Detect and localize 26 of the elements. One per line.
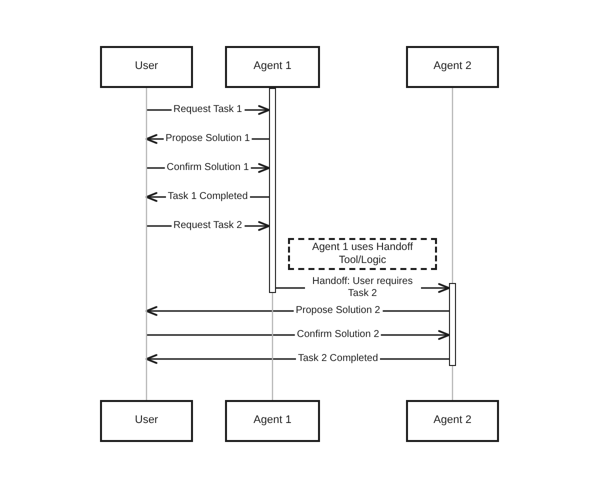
edge-label: Request Task 1 — [171, 104, 244, 116]
participant-box — [100, 400, 193, 442]
participant-name: Agent 1 — [254, 60, 292, 74]
participant-box — [225, 46, 320, 88]
edge-label: Propose Solution 2 — [294, 305, 382, 317]
note-box — [288, 238, 437, 270]
lifeline — [146, 88, 148, 400]
participant-box — [406, 46, 499, 88]
participant-name: Agent 2 — [434, 60, 472, 74]
note-text: Agent 1 uses Handoff Tool/Logic — [311, 240, 414, 268]
edge-label: Task 2 Completed — [296, 353, 380, 365]
participant-name: Agent 2 — [434, 414, 472, 428]
edge-label: Request Task 2 — [171, 220, 244, 232]
activation-bar — [269, 88, 276, 293]
edge-label: Propose Solution 1 — [164, 133, 252, 145]
participant-name: User — [134, 414, 158, 428]
participant-name: User — [134, 60, 158, 74]
participant-box — [225, 400, 320, 442]
participant-box — [406, 400, 499, 442]
edge-label: Task 1 Completed — [166, 191, 250, 203]
participant-box — [100, 46, 193, 88]
participant-name: Agent 1 — [254, 414, 292, 428]
lifeline — [452, 88, 454, 283]
lifeline — [272, 293, 274, 400]
activation-bar — [449, 283, 456, 366]
lifeline — [452, 366, 454, 400]
